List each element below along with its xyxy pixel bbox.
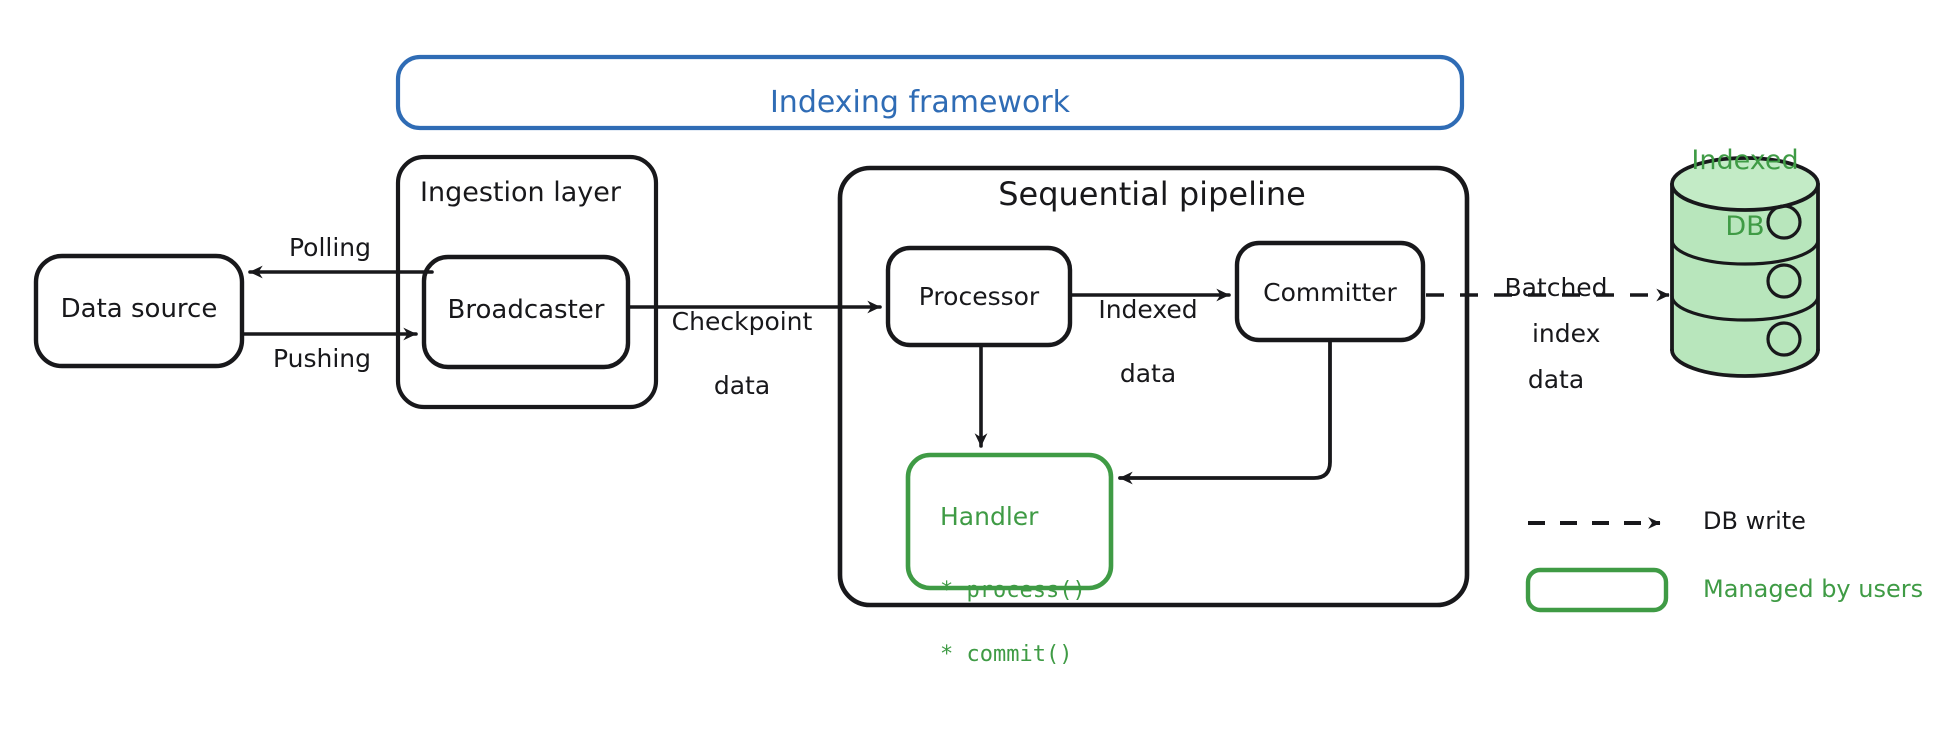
edge-label-batched-index-data-line3: data xyxy=(1527,364,1585,394)
edge-label-batched-index-data-line1: Batched xyxy=(1504,272,1608,302)
sequential-pipeline-label: Sequential pipeline xyxy=(998,175,1306,213)
handler-box xyxy=(905,452,1114,591)
handler-method-process: * process() xyxy=(940,577,1086,603)
edge-label-batched-index-data: Batched index data xyxy=(1504,238,1607,429)
sequential-pipeline-container xyxy=(837,165,1470,608)
broadcaster-box xyxy=(421,254,631,370)
edge-label-indexed-data-line2: data xyxy=(1119,358,1177,388)
ingestion-layer-label: Ingestion layer xyxy=(420,177,621,208)
indexed-db-cylinder xyxy=(1670,156,1820,378)
data-source-label: Data source xyxy=(60,294,218,324)
legend-db-write-label: DB write xyxy=(1703,507,1806,535)
processor-label: Processor xyxy=(918,282,1040,311)
edge-label-checkpoint-data: Checkpoint data xyxy=(672,272,813,435)
broadcaster-label: Broadcaster xyxy=(447,295,605,325)
handler-method-commit: * commit() xyxy=(940,642,1073,668)
handler-content: Handler * process() * commit() xyxy=(940,467,1086,704)
legend-managed-by-users-swatch xyxy=(1525,567,1669,613)
indexing-framework-frame xyxy=(395,54,1465,131)
handler-title: Handler xyxy=(940,501,1039,531)
edge-label-polling: Polling xyxy=(288,233,372,262)
indexed-db-label: Indexed DB xyxy=(1691,110,1798,278)
edge-label-checkpoint-data-line2: data xyxy=(713,370,771,400)
data-source-box xyxy=(33,253,245,369)
edge-committer-to-handler xyxy=(1118,338,1332,485)
indexed-db-label-line2: DB xyxy=(1725,210,1765,242)
edge-label-indexed-data-line1: Indexed xyxy=(1098,294,1198,324)
edge-label-batched-index-data-line2: index xyxy=(1525,319,1607,348)
legend-managed-by-users-label: Managed by users xyxy=(1703,575,1924,603)
edge-label-indexed-data: Indexed data xyxy=(1098,260,1197,423)
edge-label-checkpoint-data-line1: Checkpoint xyxy=(671,306,813,336)
ingestion-layer-container xyxy=(395,154,659,410)
indexed-db-label-line1: Indexed xyxy=(1691,144,1799,176)
edge-label-pushing: Pushing xyxy=(272,344,372,373)
committer-label: Committer xyxy=(1263,278,1397,307)
indexing-framework-label: Indexing framework xyxy=(769,85,1071,120)
